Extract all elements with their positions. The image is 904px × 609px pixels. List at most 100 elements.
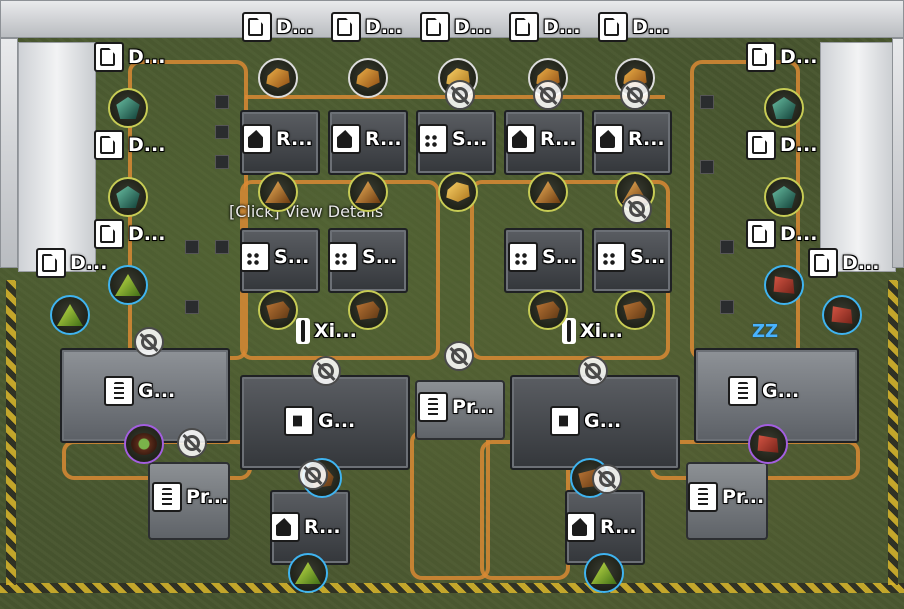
component-icon xyxy=(115,274,141,296)
smelter-icon xyxy=(418,124,448,154)
crystal-item[interactable] xyxy=(764,177,804,217)
component-item[interactable] xyxy=(288,553,328,593)
facility-label[interactable]: D... xyxy=(331,12,402,42)
blocked-icon[interactable] xyxy=(445,80,475,110)
component-item[interactable] xyxy=(108,265,148,305)
refinery-label[interactable]: R... xyxy=(594,124,665,154)
blocked-icon[interactable] xyxy=(134,327,164,357)
facility-icon xyxy=(94,219,124,249)
smelter-label[interactable]: S... xyxy=(328,242,397,272)
facility-label[interactable]: D... xyxy=(746,219,817,249)
brick-item[interactable] xyxy=(258,290,298,330)
facility-icon xyxy=(420,12,450,42)
ingot-icon xyxy=(355,181,381,203)
blocked-icon[interactable] xyxy=(578,356,608,386)
ore-item[interactable] xyxy=(258,58,298,98)
facility-label-text: D... xyxy=(780,46,818,68)
ore-icon xyxy=(356,68,380,88)
facility-label[interactable]: D... xyxy=(509,12,580,42)
smelter-label-text: S... xyxy=(452,128,488,150)
product-icon xyxy=(131,433,157,455)
facility-label[interactable]: D... xyxy=(242,12,313,42)
right-wall-block xyxy=(892,38,904,268)
blocked-icon[interactable] xyxy=(622,194,652,224)
smelter-label[interactable]: S... xyxy=(508,242,577,272)
xi-node-label[interactable]: Xi... xyxy=(562,318,623,344)
facility-label[interactable]: D... xyxy=(420,12,491,42)
battery-item[interactable] xyxy=(764,265,804,305)
ingot-icon xyxy=(265,181,291,203)
belt-node xyxy=(215,240,229,254)
processor-label[interactable]: Pr... xyxy=(418,392,494,422)
brick-icon xyxy=(623,301,647,320)
blocked-icon[interactable] xyxy=(444,341,474,371)
brick-item[interactable] xyxy=(615,290,655,330)
facility-label[interactable]: D... xyxy=(598,12,669,42)
facility-label[interactable]: D... xyxy=(36,248,107,278)
smelter-label[interactable]: S... xyxy=(240,242,309,272)
processor-label[interactable]: Pr... xyxy=(152,482,228,512)
crystal-item[interactable] xyxy=(108,177,148,217)
brick-item[interactable] xyxy=(528,290,568,330)
xi-node-label[interactable]: Xi... xyxy=(296,318,357,344)
processor-label-text: Pr... xyxy=(186,486,229,508)
generator-label[interactable]: G... xyxy=(104,376,175,406)
powder-item[interactable] xyxy=(438,172,478,212)
brick-icon xyxy=(356,301,380,320)
hazard-stripe-bottom xyxy=(0,583,904,593)
processor-icon xyxy=(152,482,182,512)
belt-node xyxy=(185,240,199,254)
refinery-label[interactable]: R... xyxy=(331,124,402,154)
ore-item[interactable] xyxy=(348,58,388,98)
refinery-machine[interactable] xyxy=(592,110,672,175)
facility-label[interactable]: D... xyxy=(94,42,165,72)
processor-label[interactable]: Pr... xyxy=(688,482,764,512)
smelter-label[interactable]: S... xyxy=(596,242,665,272)
processor-icon xyxy=(418,392,448,422)
blocked-icon[interactable] xyxy=(533,80,563,110)
facility-icon xyxy=(808,248,838,278)
generator-machine[interactable] xyxy=(510,375,680,470)
generator-label[interactable]: G... xyxy=(728,376,799,406)
brick-item[interactable] xyxy=(348,290,388,330)
refinery-label[interactable]: R... xyxy=(270,512,341,542)
facility-icon xyxy=(36,248,66,278)
facility-label[interactable]: D... xyxy=(746,130,817,160)
ingot-item[interactable] xyxy=(528,172,568,212)
facility-label[interactable]: D... xyxy=(94,130,165,160)
refinery-label[interactable]: R... xyxy=(242,124,313,154)
belt-node xyxy=(215,125,229,139)
belt-node xyxy=(700,95,714,109)
ore-icon xyxy=(266,68,290,88)
product-item[interactable] xyxy=(748,424,788,464)
blocked-icon[interactable] xyxy=(311,356,341,386)
facility-label[interactable]: D... xyxy=(94,219,165,249)
battery-item[interactable] xyxy=(822,295,862,335)
crystal-item[interactable] xyxy=(764,88,804,128)
blocked-icon[interactable] xyxy=(620,80,650,110)
smelter-icon xyxy=(328,242,358,272)
belt-node xyxy=(720,240,734,254)
component-item[interactable] xyxy=(50,295,90,335)
ingot-item[interactable] xyxy=(258,172,298,212)
blocked-icon[interactable] xyxy=(177,428,207,458)
smelter-label-text: S... xyxy=(274,246,310,268)
belt-node xyxy=(215,95,229,109)
refinery-label[interactable]: R... xyxy=(506,124,577,154)
processor-icon xyxy=(688,482,718,512)
facility-label[interactable]: D... xyxy=(746,42,817,72)
crystal-item[interactable] xyxy=(108,88,148,128)
generator-label[interactable]: G... xyxy=(284,406,355,436)
smelter-label[interactable]: S... xyxy=(418,124,487,154)
generator-label[interactable]: G... xyxy=(550,406,621,436)
product-item[interactable] xyxy=(124,424,164,464)
facility-label[interactable]: D... xyxy=(808,248,879,278)
refinery-label-text: R... xyxy=(540,128,577,150)
refinery-label[interactable]: R... xyxy=(566,512,637,542)
component-item[interactable] xyxy=(584,553,624,593)
blocked-icon[interactable] xyxy=(592,464,622,494)
ingot-item[interactable] xyxy=(348,172,388,212)
smelter-label-text: S... xyxy=(630,246,666,268)
blocked-icon[interactable] xyxy=(298,460,328,490)
